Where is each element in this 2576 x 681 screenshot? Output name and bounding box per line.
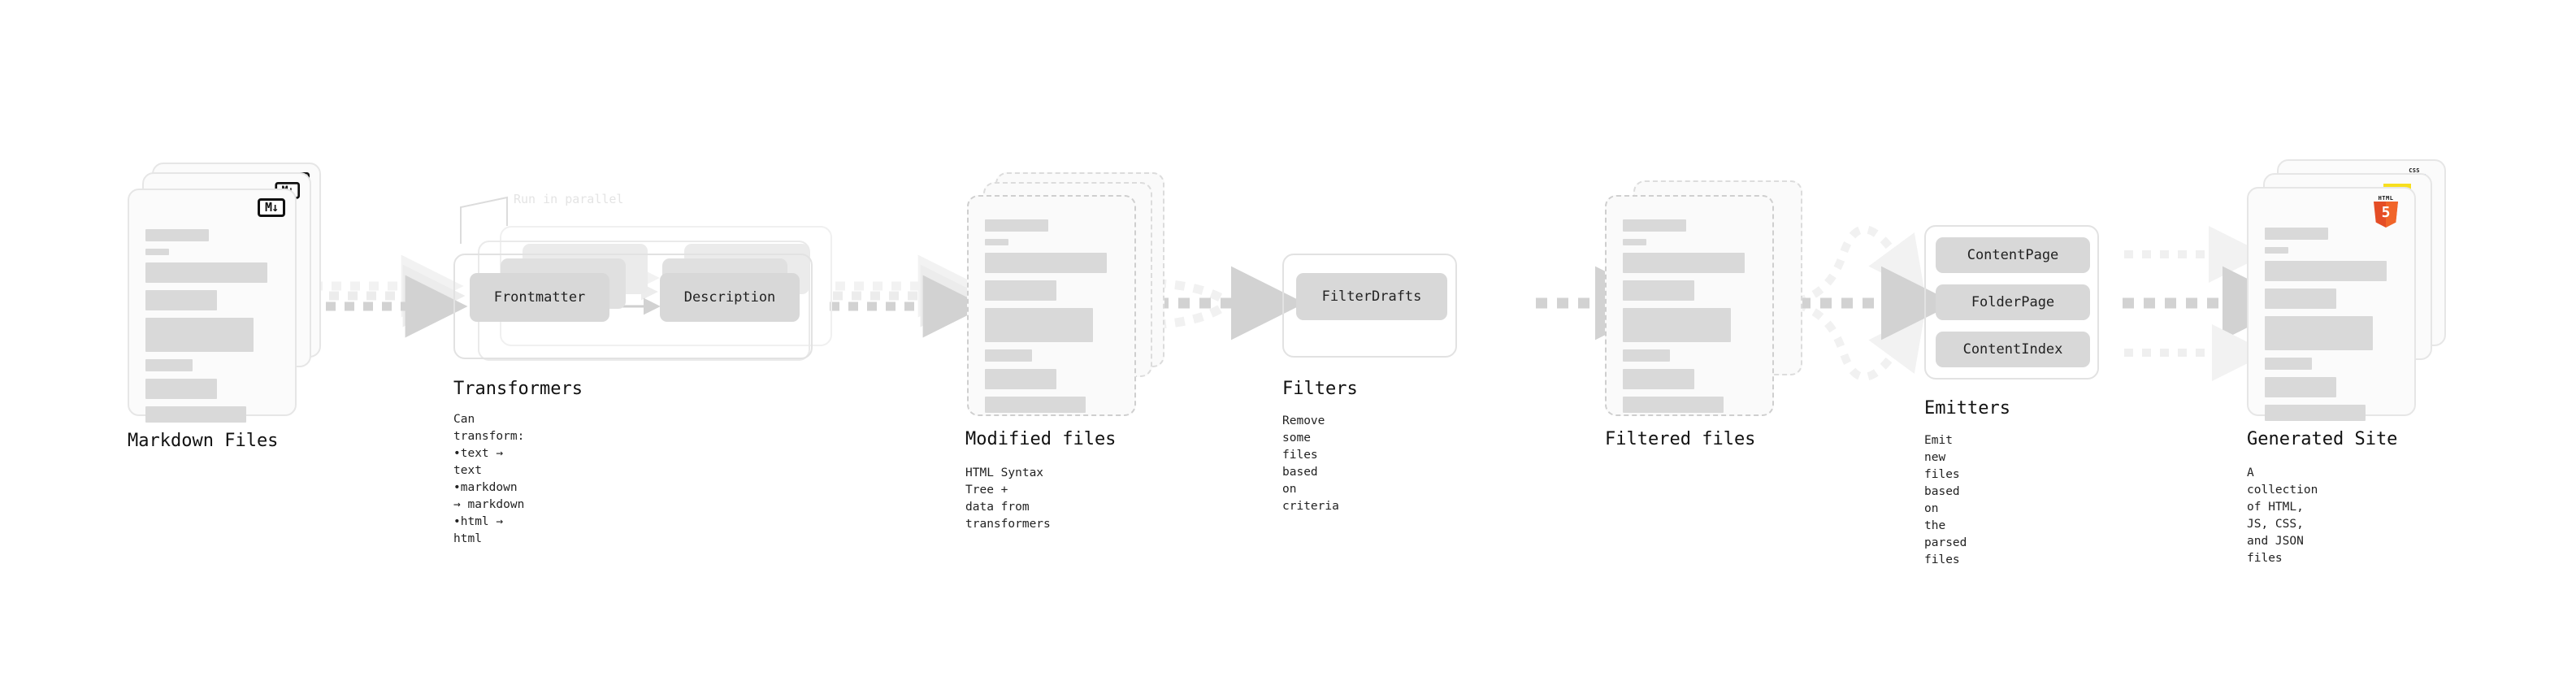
filtered-skeleton-rows [1623,219,1761,420]
filters-subtitle: Remove some files based on criteria [1282,414,1339,514]
modified-files-title: Modified files [965,429,1117,449]
arrow-transformers-to-modified [830,254,986,338]
markdown-badge-icon: M↓ [258,198,285,217]
generated-site-title: Generated Site [2247,429,2398,449]
filtered-card-front[interactable] [1605,195,1774,416]
list-item: markdown → markdown [453,479,524,514]
emitter-pill-contentindex[interactable]: ContentIndex [1936,332,2090,367]
transformers-capability-list: Can transform: text → text markdown → ma… [453,411,524,548]
markdown-card-front[interactable]: M↓ [128,189,297,423]
modified-card-front[interactable] [967,195,1136,416]
transformers-list-lead: Can transform: [453,413,525,444]
transformers-list: text → text markdown → markdown html → h… [453,445,524,548]
arrow-emitters-to-site [2123,226,2296,381]
markdown-skeleton-rows [145,229,284,430]
transformer-box-front[interactable]: Frontmatter Description [453,254,813,359]
emitter-pill-contentpage[interactable]: ContentPage [1936,237,2090,273]
emitters-title: Emitters [1924,398,2010,419]
modified-skeleton-rows [985,219,1123,420]
transformer-pill-frontmatter[interactable]: Frontmatter [470,273,609,322]
list-item: text → text [453,445,524,479]
modified-files-subtitle: HTML Syntax Tree + data from transformer… [965,466,1051,531]
arrow-markdown-to-transformers [307,254,468,338]
emitters-box[interactable]: ContentPage FolderPage ContentIndex [1924,225,2099,380]
filters-title: Filters [1282,379,1358,399]
list-item: html → html [453,514,524,548]
markdown-files-title: Markdown Files [128,431,279,451]
site-skeleton-rows [2265,228,2403,428]
site-card-front[interactable]: HTML 5 [2247,187,2416,421]
filtered-files-title: Filtered files [1605,429,1756,449]
filter-pill-filterdrafts[interactable]: FilterDrafts [1296,273,1447,320]
emitter-pill-folderpage[interactable]: FolderPage [1936,284,2090,320]
run-in-parallel-label: Run in parallel [514,192,624,206]
transformers-title: Transformers [453,379,583,399]
transformer-pill-description[interactable]: Description [660,273,800,322]
generated-site-subtitle: A collection of HTML, JS, CSS, and JSON … [2247,466,2318,566]
filters-box[interactable]: FilterDrafts [1282,254,1457,358]
html5-badge-icon: HTML 5 [2372,195,2400,229]
emitters-subtitle: Emit new files based on the parsed files [1924,434,1967,567]
